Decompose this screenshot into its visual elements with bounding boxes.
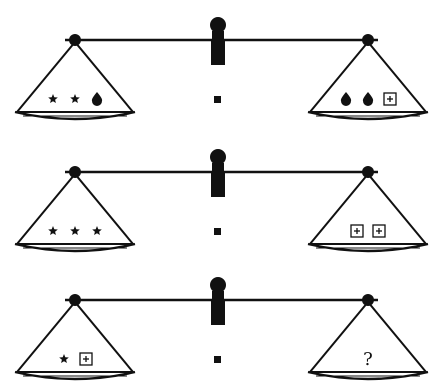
star-icon [59, 354, 69, 363]
plus-box-icon [372, 224, 386, 238]
pan-dish [307, 110, 429, 121]
pan-hook [362, 294, 374, 306]
left-pan [14, 166, 136, 253]
pan-dish [14, 110, 136, 121]
post-knob [210, 149, 226, 165]
drop-icon [362, 92, 374, 106]
post-body [211, 301, 225, 325]
pan-strings [14, 172, 136, 245]
center-dot [214, 356, 221, 363]
star-icon [70, 226, 80, 235]
plus-box-icon [79, 352, 93, 366]
balance-scale [14, 17, 429, 121]
unknown-mark: ? [363, 349, 373, 370]
pan-hook [69, 166, 81, 178]
post-body [211, 173, 225, 197]
pan-dish [307, 370, 429, 381]
pan-hook [362, 166, 374, 178]
star-icon [92, 226, 102, 235]
left-pan [14, 34, 136, 121]
post-knob [210, 277, 226, 293]
drop-icon [91, 92, 103, 106]
right-pan: ? [307, 294, 429, 381]
center-dot [214, 228, 221, 235]
right-pan [307, 166, 429, 253]
balance-scale [14, 149, 429, 253]
post-collar [212, 291, 224, 301]
pan-strings [14, 40, 136, 113]
post-collar [212, 163, 224, 173]
plus-box-icon [350, 224, 364, 238]
star-icon [70, 94, 80, 103]
pan-dish [14, 242, 136, 253]
post-body [211, 41, 225, 65]
star-icon [48, 226, 58, 235]
balance-scale: ? [14, 277, 429, 381]
pan-strings [307, 300, 429, 373]
pan-hook [69, 294, 81, 306]
pan-dish [14, 370, 136, 381]
right-pan [307, 34, 429, 121]
pan-hook [362, 34, 374, 46]
drop-icon [340, 92, 352, 106]
star-icon [48, 94, 58, 103]
center-dot [214, 96, 221, 103]
pan-strings [14, 300, 136, 373]
pan-hook [69, 34, 81, 46]
pan-dish [307, 242, 429, 253]
post-collar [212, 31, 224, 41]
plus-box-icon [383, 92, 397, 106]
pan-strings [307, 172, 429, 245]
pan-strings [307, 40, 429, 113]
post-knob [210, 17, 226, 33]
left-pan [14, 294, 136, 381]
